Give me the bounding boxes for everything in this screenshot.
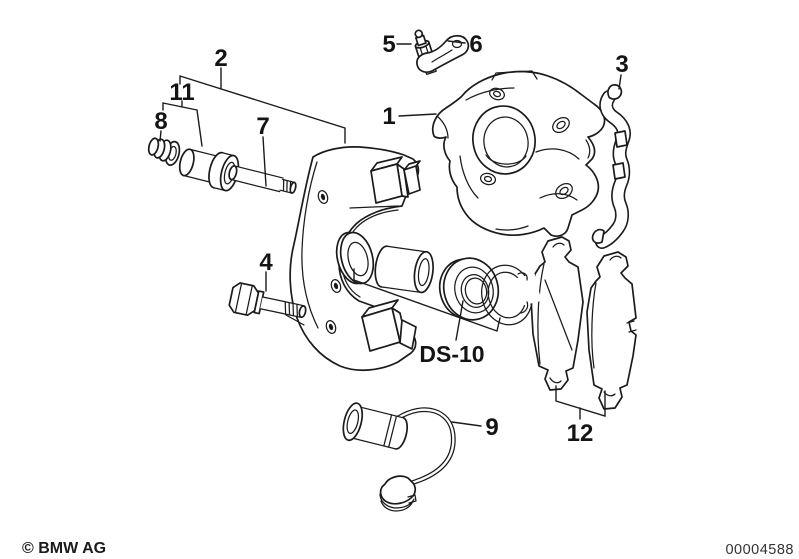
caliper-housing-drawing	[431, 70, 606, 238]
leader-lines	[159, 40, 622, 427]
guide-pin-drawing	[228, 165, 297, 194]
brake-pads-drawing	[530, 236, 637, 410]
callout-3: 3	[615, 51, 628, 78]
sensor-tip	[379, 475, 417, 505]
callout-5: 5	[382, 31, 395, 58]
callout-9: 9	[485, 414, 498, 441]
carrier-bracket-drawing	[289, 146, 421, 372]
mounting-bolt-drawing	[228, 282, 307, 319]
callout-2: 2	[214, 45, 227, 72]
footer-doc-number: 00004588	[725, 542, 794, 558]
circlip-drawing	[481, 264, 542, 326]
guide-bushing-drawing	[178, 148, 240, 192]
dust-boot-drawing	[438, 257, 500, 321]
callout-12: 12	[567, 420, 594, 447]
piston-drawing	[374, 245, 434, 294]
callout-11: 11	[169, 79, 194, 106]
ds10-label: DS-10	[419, 341, 484, 367]
callout-8: 8	[154, 108, 167, 135]
cap-drawing	[147, 137, 181, 166]
callout-6: 6	[469, 31, 482, 58]
retaining-spring-drawing	[591, 84, 631, 249]
bolt-axis-line	[285, 314, 305, 326]
callout-7: 7	[256, 113, 269, 140]
wear-sensor-drawing	[342, 402, 456, 512]
retaining-clip-drawing	[416, 34, 470, 74]
footer-copyright: © BMW AG	[22, 540, 106, 557]
callout-4: 4	[259, 249, 273, 276]
callout-1: 1	[382, 103, 395, 130]
